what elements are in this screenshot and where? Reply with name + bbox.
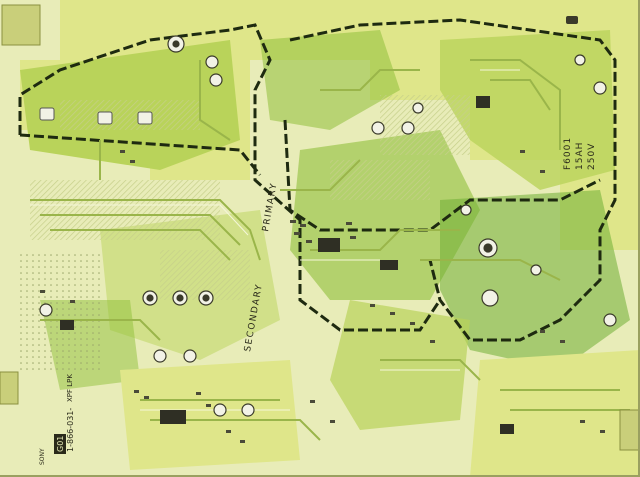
fuse-rating-line1: F6001	[563, 137, 573, 170]
fuse-rating-line3: 250V	[587, 143, 597, 170]
model-code-label: XPF LPK	[66, 374, 74, 402]
part-number-label: 1-866-031-	[66, 408, 75, 452]
board-code-box	[54, 434, 66, 454]
connector-pads	[0, 4, 640, 451]
component-pads	[39, 35, 617, 417]
fuse-rating-line2: 15AH	[575, 142, 585, 170]
integrated-circuits	[60, 96, 514, 434]
isolation-boundary	[18, 18, 617, 342]
smd-components	[40, 150, 605, 443]
brand-label: SONY	[39, 448, 46, 465]
board-code-label: G01	[56, 436, 65, 452]
copper-traces	[30, 59, 630, 441]
